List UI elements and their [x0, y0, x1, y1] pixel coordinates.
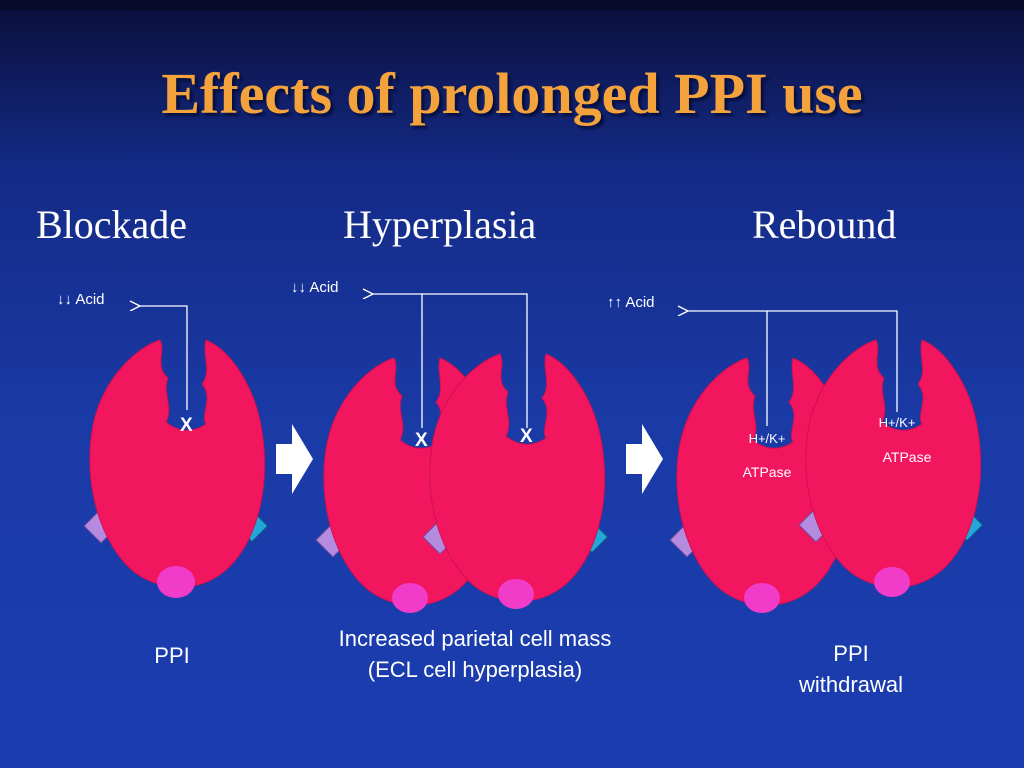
caption-rebound: PPI withdrawal: [770, 638, 932, 700]
block-mark-left: X: [415, 430, 428, 451]
nucleus-back: [744, 583, 780, 613]
pump-label-left-line1: H+/K+: [749, 431, 786, 446]
pump-label-right-line2: ATPase: [883, 449, 932, 465]
caption-hyperplasia-line1: Increased parietal cell mass: [338, 626, 612, 651]
parietal-cell: [89, 339, 266, 588]
nucleus-back: [392, 583, 428, 613]
caption-blockade: PPI: [120, 640, 224, 671]
heading-hyperplasia: Hyperplasia: [343, 202, 537, 247]
acid-secretion-arrow: [140, 306, 188, 410]
acid-label: ↑↑ Acid: [607, 294, 655, 311]
heading-rebound: Rebound: [752, 202, 897, 247]
acid-label: ↓↓ Acid: [291, 279, 339, 296]
pump-label-right-line1: H+/K+: [879, 415, 916, 430]
nucleus-front: [498, 579, 534, 609]
progression-arrow-2: [626, 424, 663, 494]
acid-arrow-right: [767, 310, 898, 412]
caption-rebound-line2: withdrawal: [799, 672, 903, 697]
acid-label: ↓↓ Acid: [57, 291, 105, 308]
nucleus: [157, 566, 195, 598]
hyperplasia-diagram: ↓↓ Acid X X: [291, 279, 609, 613]
top-bar: [0, 0, 1024, 10]
progression-arrow-1: [276, 424, 313, 494]
caption-hyperplasia: Increased parietal cell mass (ECL cell h…: [300, 623, 650, 685]
caption-rebound-line1: PPI: [833, 641, 869, 666]
pump-label-left-line2: ATPase: [743, 464, 792, 480]
nucleus-front: [874, 567, 910, 597]
block-mark: X: [180, 415, 193, 436]
rebound-diagram: ↑↑ Acid H+/K+ ATPase H+/K+ ATPase: [607, 294, 984, 613]
caption-blockade-line: PPI: [154, 643, 190, 668]
slide-title: Effects of prolonged PPI use: [161, 61, 863, 126]
acid-arrow-right: [422, 293, 528, 428]
block-mark-right: X: [520, 426, 533, 447]
caption-hyperplasia-line2: (ECL cell hyperplasia): [367, 657, 583, 682]
parietal-cell-front: [429, 353, 606, 602]
heading-blockade: Blockade: [36, 202, 188, 247]
blockade-diagram: ↓↓ Acid X: [57, 291, 269, 598]
